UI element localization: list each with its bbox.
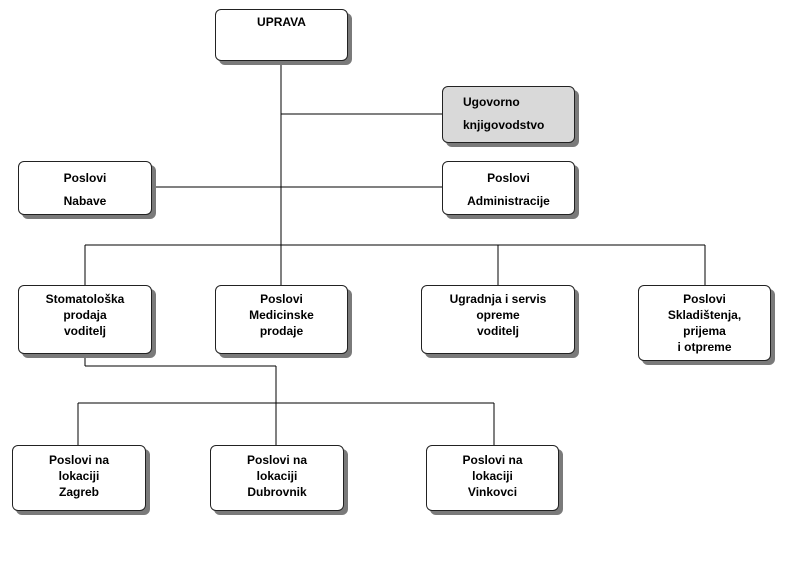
node-lokacija-dubrovnik: Poslovi na lokaciji Dubrovnik	[210, 445, 344, 511]
node-label: Poslovi na	[48, 453, 110, 467]
node-label: lokaciji	[256, 469, 298, 483]
node-poslovi-administracije: Poslovi Administracije	[442, 161, 575, 215]
node-label: voditelj	[476, 324, 519, 338]
node-poslovi-nabave: Poslovi Nabave	[18, 161, 152, 215]
node-label: Ugradnja i servis	[449, 292, 547, 306]
node-label: knjigovodstvo	[463, 118, 545, 132]
node-ugovorno-knjigovodstvo: Ugovorno knjigovodstvo	[442, 86, 575, 143]
node-label: Poslovi na	[462, 453, 523, 467]
node-label: Administracije	[467, 194, 550, 208]
node-label: Zagreb	[58, 485, 99, 499]
node-label: Nabave	[63, 194, 107, 208]
node-uprava: UPRAVA	[215, 9, 348, 61]
node-lokacija-zagreb: Poslovi na lokaciji Zagreb	[12, 445, 146, 511]
node-label: Poslovi	[683, 292, 726, 306]
node-label: Poslovi na	[246, 453, 308, 467]
node-label: prodaje	[259, 324, 304, 338]
node-label: voditelj	[63, 324, 106, 338]
node-label: Ugovorno	[463, 95, 520, 109]
node-label: Dubrovnik	[247, 485, 307, 499]
node-label: opreme	[476, 308, 520, 322]
node-label: Stomatološka	[45, 292, 125, 306]
node-label: i otpreme	[677, 340, 732, 354]
node-label: Poslovi	[63, 171, 107, 185]
node-label: prijema	[683, 324, 726, 338]
node-lokacija-vinkovci: Poslovi na lokaciji Vinkovci	[426, 445, 559, 511]
node-label: Poslovi	[487, 171, 530, 185]
node-label: lokaciji	[58, 469, 100, 483]
node-label: prodaja	[63, 308, 107, 322]
node-label: Medicinske	[249, 308, 314, 322]
node-label: UPRAVA	[257, 15, 306, 29]
node-label: Skladištenja,	[667, 308, 742, 322]
node-ugradnja-servis: Ugradnja i servis opreme voditelj	[421, 285, 575, 354]
node-stomatoloska-prodaja: Stomatološka prodaja voditelj	[18, 285, 152, 354]
node-label: Poslovi	[260, 292, 303, 306]
node-medicinske-prodaje: Poslovi Medicinske prodaje	[215, 285, 348, 354]
node-label: lokaciji	[472, 469, 513, 483]
node-label: Vinkovci	[467, 485, 518, 499]
node-skladistenja: Poslovi Skladištenja, prijema i otpreme	[638, 285, 771, 361]
